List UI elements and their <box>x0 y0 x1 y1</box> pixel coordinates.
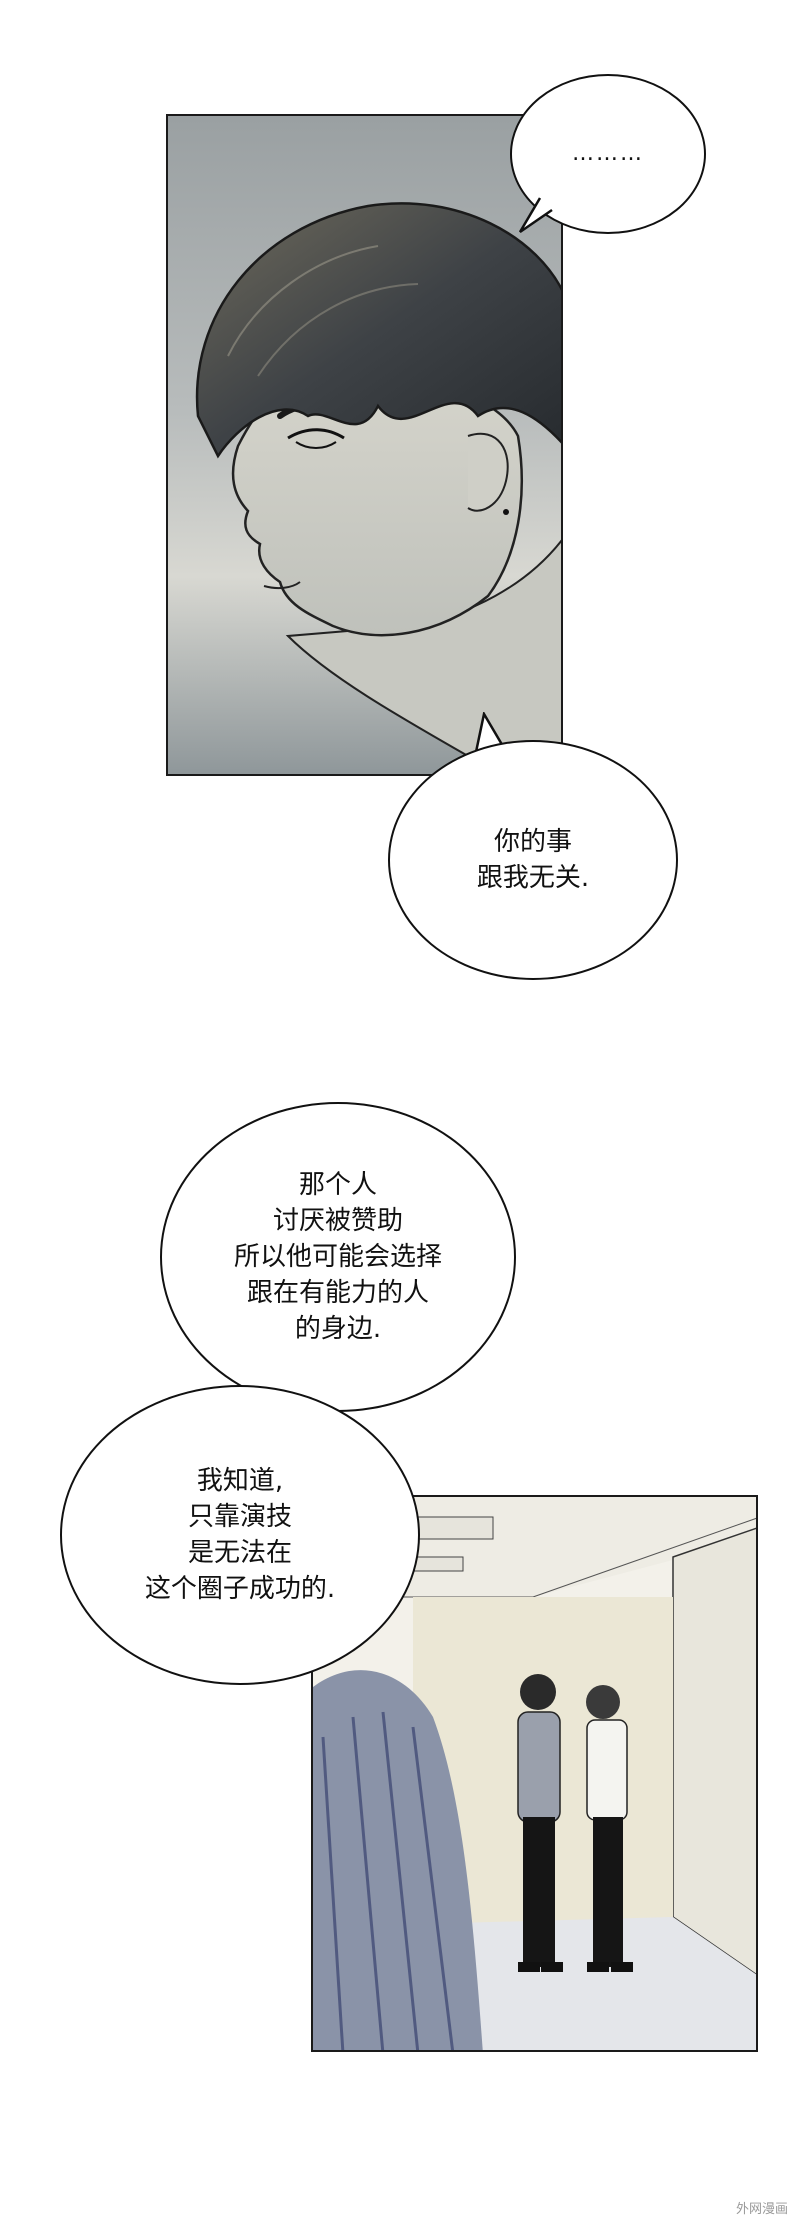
man-profile-illustration <box>195 202 561 774</box>
bubble-1-text: ……… <box>572 141 644 166</box>
bubble-2-text: 你的事 跟我无关. <box>476 827 590 893</box>
bubble-3-text: 那个人 讨厌被赞助 所以他可能会选择 跟在有能力的人 的身边. <box>233 1170 442 1344</box>
watermark: 外网漫画 <box>735 2202 788 2217</box>
speech-bubble-dialogue-3: 我知道, 只靠演技 是无法在 这个圈子成功的. <box>60 1385 420 1685</box>
speech-bubble-dialogue-1: 你的事 跟我无关. <box>388 740 678 980</box>
manga-panel-closeup <box>166 114 563 776</box>
speech-bubble-dialogue-2: 那个人 讨厌被赞助 所以他可能会选择 跟在有能力的人 的身边. <box>160 1102 516 1412</box>
corridor-scene-illustration <box>313 1497 756 2050</box>
bubble-1-tail <box>518 197 553 234</box>
bubble-4-text: 我知道, 只靠演技 是无法在 这个圈子成功的. <box>144 1466 336 1604</box>
bubble-2-tail <box>474 712 506 753</box>
